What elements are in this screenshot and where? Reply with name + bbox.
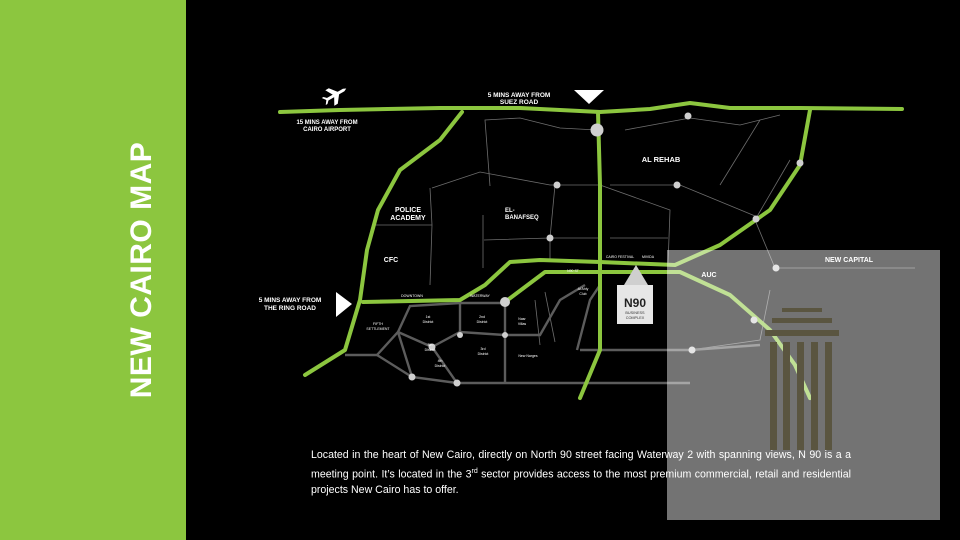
nasr-villas-label-line1: Nasr bbox=[518, 317, 526, 321]
junction-node bbox=[590, 123, 604, 137]
n90-logo: N90 bbox=[624, 296, 646, 310]
fifth-settlement-label-line2: SETTLEMENT bbox=[366, 327, 390, 331]
suez-label-line1: 5 MINS AWAY FROM bbox=[488, 92, 551, 99]
airport-label-line2: CAIRO AIRPORT bbox=[303, 127, 351, 133]
cfc-label: CFC bbox=[384, 257, 398, 264]
junction-node bbox=[750, 316, 758, 324]
suez-label-line2: SUEZ ROAD bbox=[500, 99, 539, 106]
new-narges-label: New Narges bbox=[518, 354, 538, 358]
junction-node bbox=[688, 346, 696, 354]
marker-subtitle-line1: BUSINESS bbox=[625, 311, 645, 315]
district-4-label-line1: 4th bbox=[438, 359, 443, 363]
junction-node bbox=[408, 373, 416, 381]
junction-node bbox=[546, 234, 554, 242]
banafseq-label-line2: BANAFSEQ bbox=[505, 215, 539, 221]
description-paragraph: Located in the heart of New Cairo, direc… bbox=[311, 448, 851, 498]
new-capital-label: NEW CAPITAL bbox=[825, 257, 874, 264]
junction-node bbox=[673, 181, 681, 189]
junction-node bbox=[453, 379, 461, 387]
rehab-label: AL REHAB bbox=[642, 155, 681, 164]
al-ahly-label-line2: Club bbox=[579, 292, 586, 296]
district-5-label-line1: 5th bbox=[428, 343, 433, 347]
ring-road-label-line2: THE RING ROAD bbox=[264, 305, 316, 312]
brand-overlay bbox=[667, 250, 940, 520]
description-sup: rd bbox=[471, 467, 478, 475]
description-part2: sector provides access to the most premi… bbox=[311, 468, 852, 496]
police-label-line2: ACADEMY bbox=[390, 215, 426, 222]
junction-node bbox=[796, 159, 804, 167]
description-part1: Located in the heart of New Cairo, direc… bbox=[311, 449, 851, 481]
district-2-label-line2: District bbox=[477, 320, 488, 324]
junction-node bbox=[752, 215, 760, 223]
small-label: DOWNTOWN bbox=[401, 294, 423, 298]
airplane-icon bbox=[321, 88, 347, 106]
sidebar: NEW CAIRO MAP bbox=[0, 0, 186, 540]
district-1-label-line2: District bbox=[423, 320, 434, 324]
banafseq-label-line1: EL- bbox=[505, 208, 515, 214]
al-ahly-label-line1: Al Ahly bbox=[578, 287, 589, 291]
small-label: MIVIDA bbox=[642, 255, 655, 259]
junction-node bbox=[553, 181, 561, 189]
junction-node bbox=[500, 297, 510, 307]
n90-location-marker: N90 BUSINESS COMPLEX bbox=[617, 265, 653, 324]
auc-label: AUC bbox=[701, 272, 716, 279]
junction-node bbox=[772, 264, 780, 272]
small-label: N90 ST bbox=[567, 269, 580, 273]
district-3-label-line1: 3rd bbox=[480, 347, 485, 351]
district-5-label-line2: District bbox=[425, 348, 436, 352]
fifth-settlement-label-line1: FIFTH bbox=[373, 322, 383, 326]
junction-node bbox=[502, 332, 508, 338]
ring-road-arrow-icon bbox=[336, 292, 352, 317]
nasr-villas-label-line2: Villas bbox=[518, 322, 527, 326]
junction-node bbox=[684, 112, 692, 120]
marker-subtitle-line2: COMPLEX bbox=[626, 316, 645, 320]
district-4-label-line2: District bbox=[435, 364, 446, 368]
junction-nodes bbox=[408, 112, 804, 387]
small-label: WATERWAY bbox=[470, 294, 490, 298]
main-roads bbox=[278, 101, 904, 400]
junction-node bbox=[428, 343, 436, 351]
small-label: CAIRO FESTIVAL bbox=[606, 255, 634, 259]
district-1-label-line1: 1st bbox=[426, 315, 431, 319]
ring-road-label-line1: 5 MINS AWAY FROM bbox=[259, 297, 322, 304]
district-3-label-line2: District bbox=[478, 352, 489, 356]
building-logo-icon bbox=[765, 308, 839, 450]
police-label-line1: POLICE bbox=[395, 207, 421, 214]
district-2-label-line1: 2nd bbox=[479, 315, 485, 319]
junction-node bbox=[457, 332, 463, 338]
suez-arrow-icon bbox=[574, 90, 604, 104]
airport-label-line1: 15 MINS AWAY FROM bbox=[296, 120, 357, 126]
